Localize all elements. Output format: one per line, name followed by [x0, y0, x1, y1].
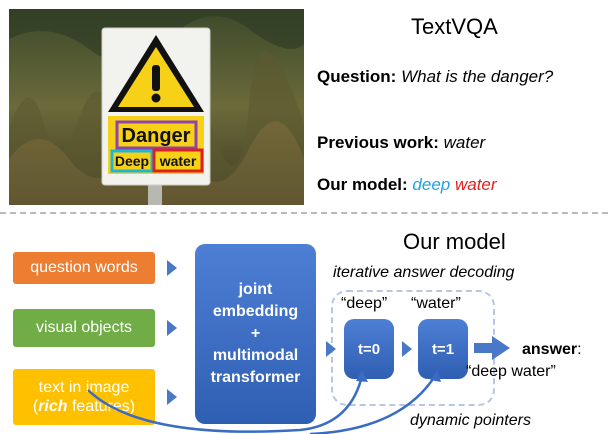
photo-scene: Danger Deep water [9, 9, 304, 205]
question-line: Question: What is the danger? [317, 67, 553, 87]
sign-water-text: water [159, 153, 197, 169]
arrow-right-icon [326, 341, 336, 357]
answer-label: answer [522, 341, 578, 358]
pointer-curve-t0 [87, 375, 364, 433]
input-question-words: question words [13, 252, 155, 284]
panel-title: TextVQA [411, 14, 498, 39]
sign-danger-text: Danger [122, 125, 191, 147]
arrow-right-icon [167, 389, 177, 405]
our-answer-water: water [454, 175, 497, 194]
step-label-t1: t=1 [431, 340, 455, 358]
answer-heading: answer: [522, 341, 582, 358]
previous-work-answer: water [443, 133, 486, 152]
previous-work-line: Previous work: water [317, 133, 485, 153]
input-question-words-label: question words [30, 259, 138, 277]
transformer-line-5: transformer [210, 369, 301, 386]
decoder-step-t0: t=0 [344, 319, 394, 379]
input-visual-objects-label: visual objects [35, 319, 133, 337]
our-answer-deep: deep [412, 175, 451, 194]
our-model-line: Our model: deep water [317, 175, 497, 195]
previous-work-label: Previous work: [317, 133, 439, 152]
rich-word: rich [38, 398, 68, 415]
step-word-deep: “deep” [341, 295, 388, 312]
diagram-title: Our model [403, 229, 506, 254]
transformer-line-1: joint [238, 281, 273, 298]
sign-deep-text: Deep [115, 153, 149, 169]
section-divider [0, 212, 608, 214]
ocr-box-water [152, 148, 204, 173]
arrow-right-icon [167, 320, 177, 336]
ocr-box-deep [110, 149, 154, 173]
arrow-right-icon [167, 260, 177, 276]
answer-text: “deep water” [466, 363, 556, 380]
multimodal-transformer-block: joint embedding + multimodal transformer [195, 244, 316, 424]
transformer-line-4: multimodal [212, 347, 299, 364]
decoder-step-t1: t=1 [418, 319, 468, 379]
danger-sign-photo: Danger Deep water [9, 9, 304, 205]
input-text-in-image-label: text in image [38, 378, 130, 396]
input-text-in-image: text in image (rich features) [13, 369, 155, 425]
input-visual-objects: visual objects [13, 309, 155, 347]
transformer-line-2: embedding [212, 303, 299, 320]
output-arrow-icon [474, 336, 510, 360]
decoding-caption: iterative answer decoding [333, 264, 515, 281]
step-word-water: “water” [411, 295, 461, 312]
transformer-line-3: + [250, 325, 261, 342]
dynamic-pointer-curves [87, 370, 441, 434]
our-model-label: Our model: [317, 175, 408, 194]
pointer-caption: dynamic pointers [410, 412, 531, 429]
pointer-curve-t1 [309, 375, 437, 434]
ocr-box-danger [115, 120, 198, 150]
step-label-t0: t=0 [357, 340, 381, 358]
question-label: Question: [317, 67, 397, 86]
arrow-right-icon [402, 341, 412, 357]
question-text: What is the danger? [401, 67, 554, 86]
